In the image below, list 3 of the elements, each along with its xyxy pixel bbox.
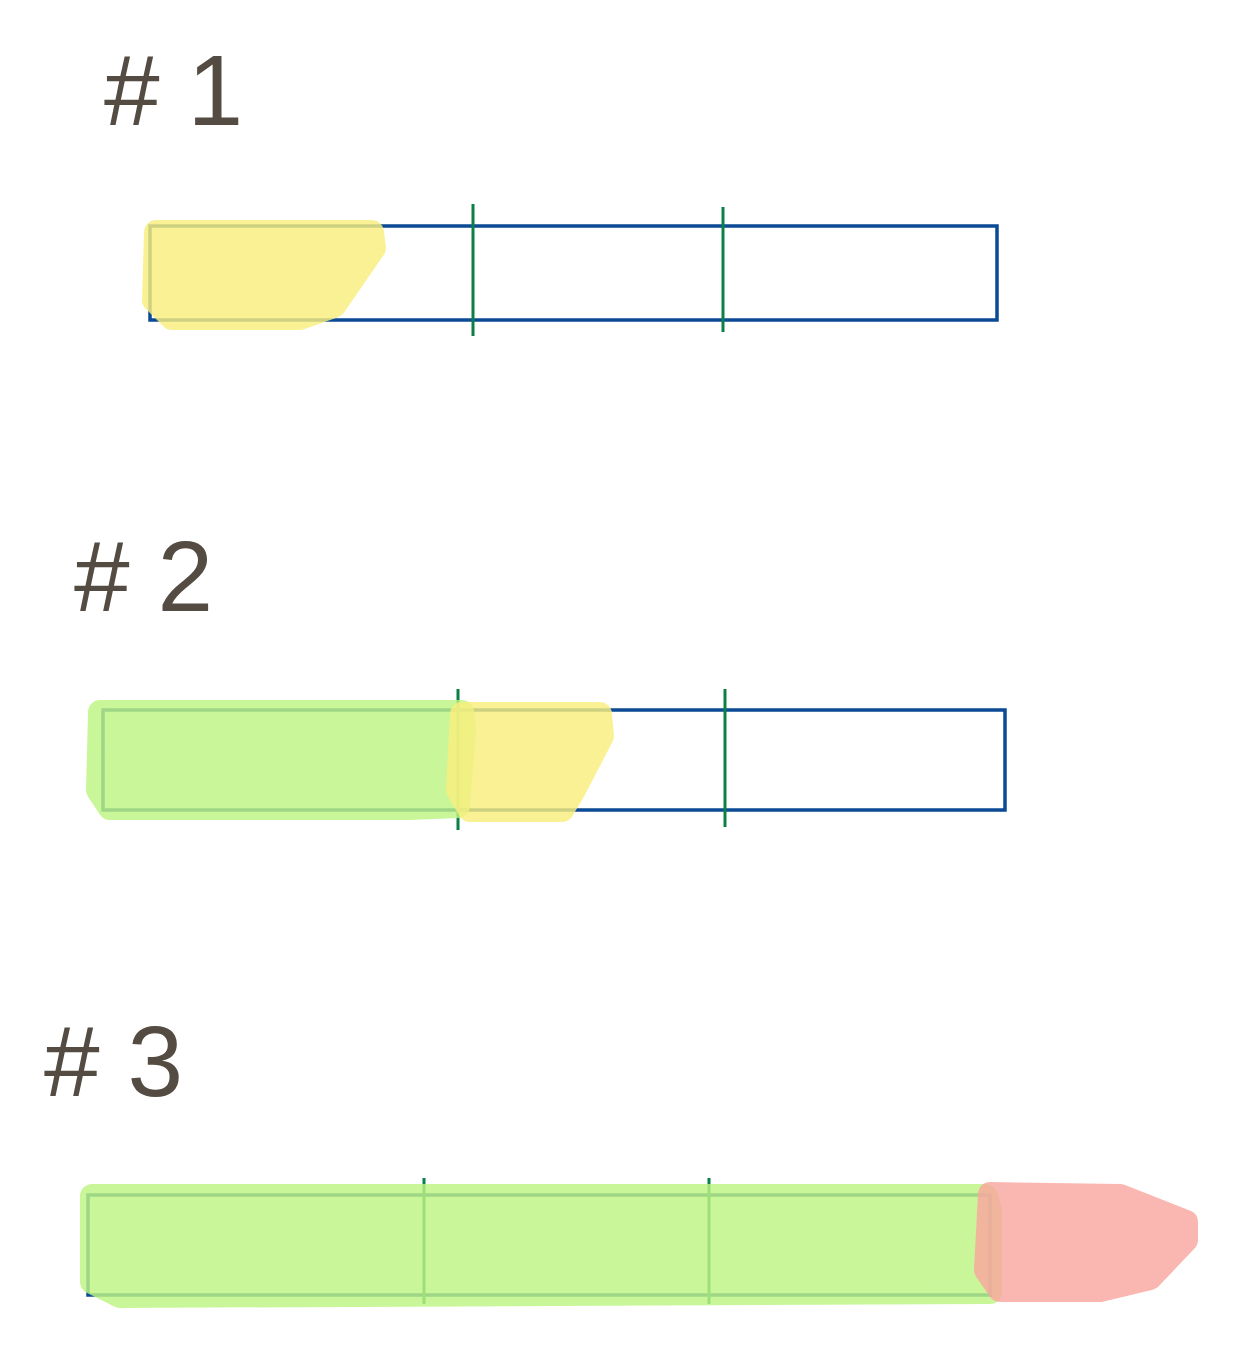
heading-number: # 2 xyxy=(74,526,213,626)
heading-number: # 1 xyxy=(104,40,243,140)
heading-number: # 3 xyxy=(44,1011,183,1111)
